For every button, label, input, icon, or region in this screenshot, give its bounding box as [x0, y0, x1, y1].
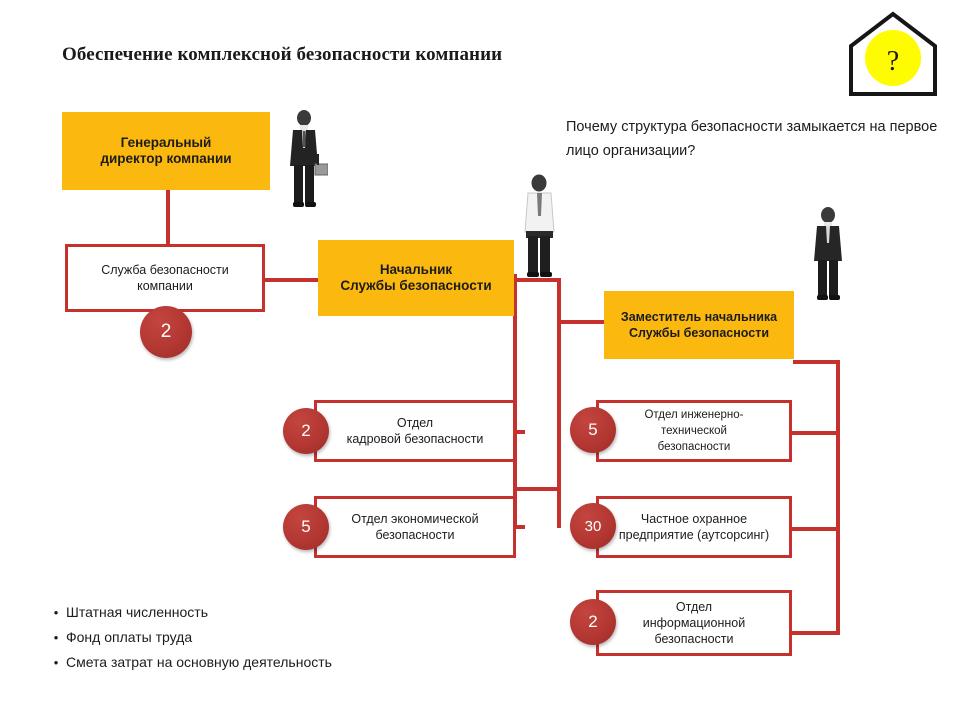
- question-text: Почему структура безопасности замыкается…: [566, 119, 938, 159]
- org-node-engineering-security-line1: Отдел инженерно-технической: [644, 409, 744, 437]
- connector-service-to-chief: [263, 278, 321, 282]
- bullet-text: Смета затрат на основную деятельность: [66, 654, 332, 670]
- org-node-deputy-chief-line1: Заместитель начальника: [620, 310, 778, 324]
- badge-economic-security-value: 5: [301, 517, 311, 536]
- org-node-ceo-line2: директор компании: [100, 151, 232, 166]
- org-node-engineering-security-line2: безопасности: [657, 441, 731, 453]
- connector-ceo-to-service: [166, 188, 170, 244]
- org-node-ceo-line1: Генеральный: [120, 135, 212, 150]
- connector-to-economic-security: [513, 525, 525, 529]
- org-node-chief-line2: Службы безопасности: [340, 278, 492, 293]
- connector-trunk-to-deputy: [557, 320, 605, 324]
- list-item: • Смета затрат на основную деятельность: [46, 650, 466, 675]
- connector-right-trunk-to-guard: [788, 527, 840, 531]
- badge-hr-security-value: 2: [301, 421, 311, 440]
- house-question-mark: ?: [887, 46, 899, 77]
- org-node-information-security[interactable]: Отдел информационной безопасности: [596, 590, 792, 656]
- badge-security-service-value: 2: [160, 321, 172, 342]
- org-node-hr-security[interactable]: Отдел кадровой безопасности: [314, 400, 516, 462]
- org-node-information-security-line1: Отдел: [675, 600, 713, 614]
- org-node-security-service-line1: Служба безопасности: [101, 263, 229, 277]
- connector-right-trunk-to-infosec: [788, 631, 840, 635]
- org-node-economic-security[interactable]: Отдел экономической безопасности: [314, 496, 516, 558]
- badge-private-guard-value: 30: [584, 517, 602, 535]
- badge-hr-security: 2: [283, 408, 329, 454]
- connector-center-trunk: [557, 278, 561, 528]
- connector-right-trunk-to-engineering: [788, 431, 840, 435]
- connector-deputy-to-right-trunk: [793, 360, 840, 364]
- badge-engineering-security: 5: [570, 407, 616, 453]
- badge-information-security-value: 2: [588, 612, 598, 631]
- org-node-security-service-line2: компании: [137, 279, 193, 293]
- badge-information-security: 2: [570, 599, 616, 645]
- connector-right-trunk: [836, 360, 840, 635]
- org-node-private-guard[interactable]: Частное охранное предприятие (аутсорсинг…: [596, 496, 792, 558]
- bullet-marker-icon: •: [53, 605, 59, 620]
- org-node-deputy-chief-line2: Службы безопасности: [628, 326, 770, 340]
- businessman-figure-2: [513, 172, 563, 282]
- org-node-hr-security-line1: Отдел: [396, 416, 434, 430]
- org-node-chief[interactable]: Начальник Службы безопасности: [318, 240, 514, 316]
- org-node-security-service[interactable]: Служба безопасности компании: [65, 244, 265, 312]
- org-node-information-security-line3: безопасности: [654, 632, 734, 646]
- org-node-ceo[interactable]: Генеральный директор компании: [62, 112, 270, 190]
- badge-private-guard: 30: [570, 503, 616, 549]
- org-node-engineering-security[interactable]: Отдел инженерно-технической безопасности: [596, 400, 792, 462]
- house-question-icon: ?: [845, 8, 941, 100]
- bullet-list: • Штатная численность • Фонд оплаты труд…: [46, 600, 466, 675]
- org-node-chief-line1: Начальник: [379, 262, 453, 277]
- org-node-economic-security-line2: безопасности: [375, 528, 455, 542]
- list-item: • Штатная численность: [46, 600, 466, 625]
- bullet-text: Фонд оплаты труда: [66, 629, 193, 645]
- badge-economic-security: 5: [283, 504, 329, 550]
- badge-security-service: 2: [140, 306, 192, 358]
- badge-engineering-security-value: 5: [588, 420, 598, 439]
- businessman-figure-1: [280, 108, 328, 213]
- connector-to-hr-security: [513, 430, 525, 434]
- connector-chief-right: [513, 278, 561, 282]
- bullet-marker-icon: •: [53, 655, 59, 670]
- org-node-economic-security-line1: Отдел экономической: [351, 512, 479, 526]
- bullet-marker-icon: •: [53, 630, 59, 645]
- connector-left-column-trunk-lower: [513, 430, 517, 529]
- connector-trunk-join-economic: [513, 487, 561, 491]
- list-item: • Фонд оплаты труда: [46, 625, 466, 650]
- org-node-information-security-line2: информационной: [642, 616, 746, 630]
- org-node-private-guard-line1: Частное охранное: [640, 512, 748, 526]
- connector-chief-left-trunk: [513, 278, 517, 433]
- org-node-private-guard-line2: предприятие (аутсорсинг): [618, 528, 770, 542]
- bullet-text: Штатная численность: [66, 604, 208, 620]
- page-title: Обеспечение комплексной безопасности ком…: [62, 44, 503, 65]
- org-node-deputy-chief[interactable]: Заместитель начальника Службы безопаснос…: [604, 291, 794, 359]
- businessman-figure-3: [805, 205, 851, 305]
- org-node-hr-security-line2: кадровой безопасности: [346, 432, 484, 446]
